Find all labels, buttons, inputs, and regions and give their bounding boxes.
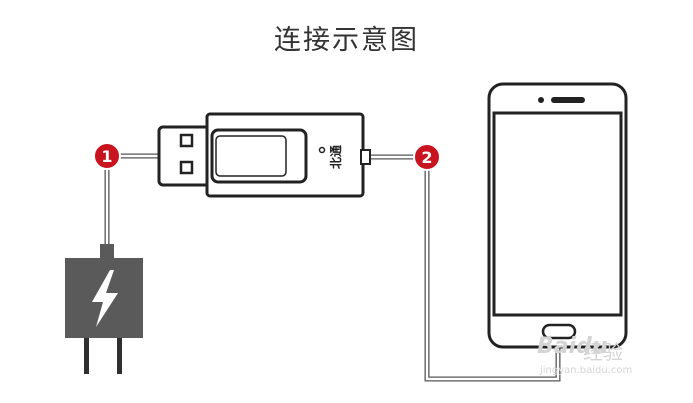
charger [65,244,143,374]
cable-2-inner [364,155,560,381]
adapter-end-plug [360,149,371,165]
usb-pin-2 [179,160,194,175]
phone-screen [492,111,623,317]
marker-2: 2 [413,143,441,171]
smartphone [487,82,628,349]
charger-prong-right [117,338,122,374]
marker-2-number: 2 [421,148,432,167]
cable-1-outer [104,153,160,256]
charger-prong-left [84,338,89,374]
home-button [541,323,577,340]
watermark-logo: Baidu [537,334,608,359]
adapter-slot-inner [215,135,287,177]
marker-1: 1 [93,142,121,170]
marker-2-circle [413,143,441,171]
lightning-bolt-icon [92,270,118,327]
usb-adapter: 北通 [157,112,371,198]
front-camera-icon [538,97,544,103]
marker-1-circle [93,142,121,170]
marker-1-number: 1 [101,147,112,166]
usb-pin-1 [179,133,194,148]
watermark-url: jingyan.baidu.com [540,365,633,376]
adapter-slot [210,128,308,184]
cable-1-inner [105,154,160,256]
charger-cord-neck [100,244,114,260]
indicator-led [318,146,326,154]
page-title: 连接示意图 [274,25,419,56]
device-label: 北通 [328,145,343,169]
watermark-text: 经验 [583,340,623,364]
earpiece [551,97,585,103]
